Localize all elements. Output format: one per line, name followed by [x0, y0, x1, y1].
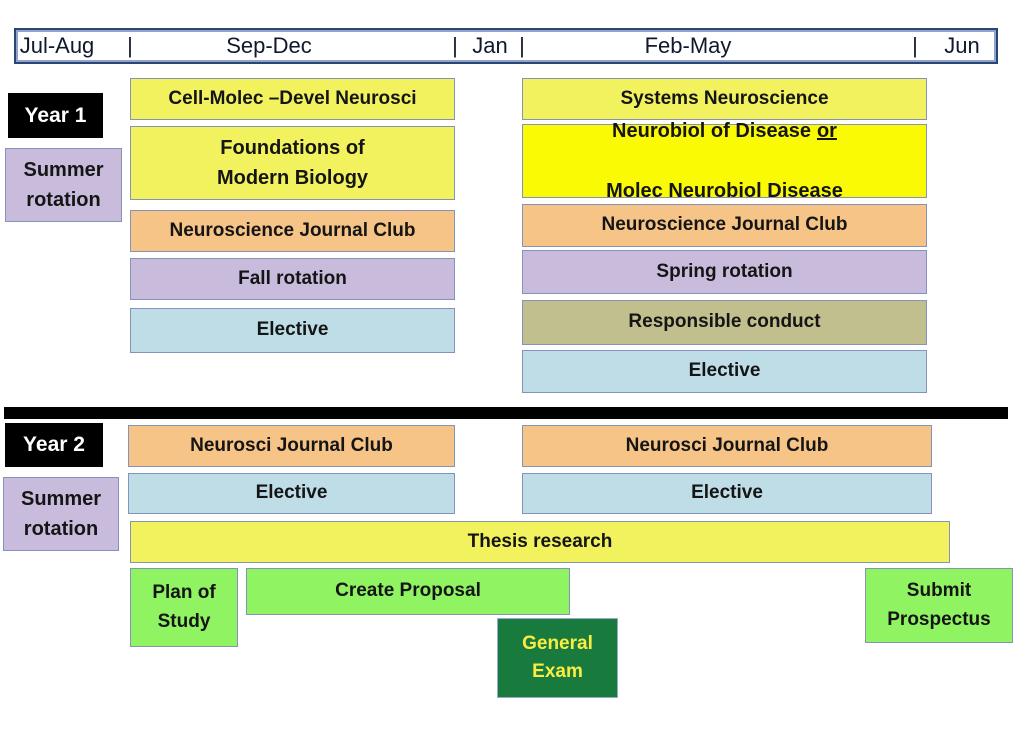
- course-neurosci-journal-club-y2-spring: Neurosci Journal Club: [522, 425, 932, 467]
- month-label-jul-aug: Jul-Aug: [19, 33, 95, 58]
- milestone-general-exam: General Exam: [497, 618, 618, 698]
- neurobiol-line2: Molec Neurobiol Disease: [606, 180, 843, 202]
- course-neurosci-journal-club-y2-fall: Neurosci Journal Club: [128, 425, 455, 467]
- course-elective-year2-fall: Elective: [128, 473, 455, 514]
- year2-summer-rotation: Summer rotation: [3, 477, 119, 551]
- course-neuroscience-journal-club-spring: Neuroscience Journal Club: [522, 204, 927, 247]
- timeline-header: Jul-Aug | Sep-Dec | Jan | Feb-May | Jun: [14, 28, 998, 64]
- year1-summer-rotation: Summer rotation: [5, 148, 122, 222]
- course-elective-year1-fall: Elective: [130, 308, 455, 353]
- or-underlined: or: [816, 120, 837, 142]
- month-label-jan: Jan: [472, 33, 508, 58]
- milestone-plan-of-study: Plan of Study: [130, 568, 238, 647]
- course-spring-rotation: Spring rotation: [522, 250, 927, 294]
- month-label-jun: Jun: [944, 33, 980, 58]
- course-elective-year2-spring: Elective: [522, 473, 932, 514]
- milestone-submit-prospectus: Submit Prospectus: [865, 568, 1013, 643]
- year-divider-bar: [4, 407, 1008, 419]
- month-separator: |: [452, 33, 458, 58]
- month-label-feb-may: Feb-May: [644, 33, 732, 58]
- course-foundations-modern-biology: Foundations of Modern Biology: [130, 126, 455, 200]
- month-separator: |: [912, 33, 918, 58]
- thesis-research-bar: Thesis research: [130, 521, 950, 563]
- course-fall-rotation: Fall rotation: [130, 258, 455, 300]
- milestone-create-proposal: Create Proposal: [246, 568, 570, 615]
- month-label-sep-dec: Sep-Dec: [226, 33, 312, 58]
- course-responsible-conduct: Responsible conduct: [522, 300, 927, 345]
- course-cell-molec-devel-neurosci: Cell-Molec –Devel Neurosci: [130, 78, 455, 120]
- year2-label: Year 2: [5, 423, 103, 467]
- course-neuroscience-journal-club-fall: Neuroscience Journal Club: [130, 210, 455, 252]
- course-systems-neuroscience: Systems Neuroscience: [522, 78, 927, 120]
- course-elective-year1-spring: Elective: [522, 350, 927, 393]
- month-separator: |: [127, 33, 133, 58]
- year1-label: Year 1: [8, 93, 103, 138]
- month-separator: |: [519, 33, 525, 58]
